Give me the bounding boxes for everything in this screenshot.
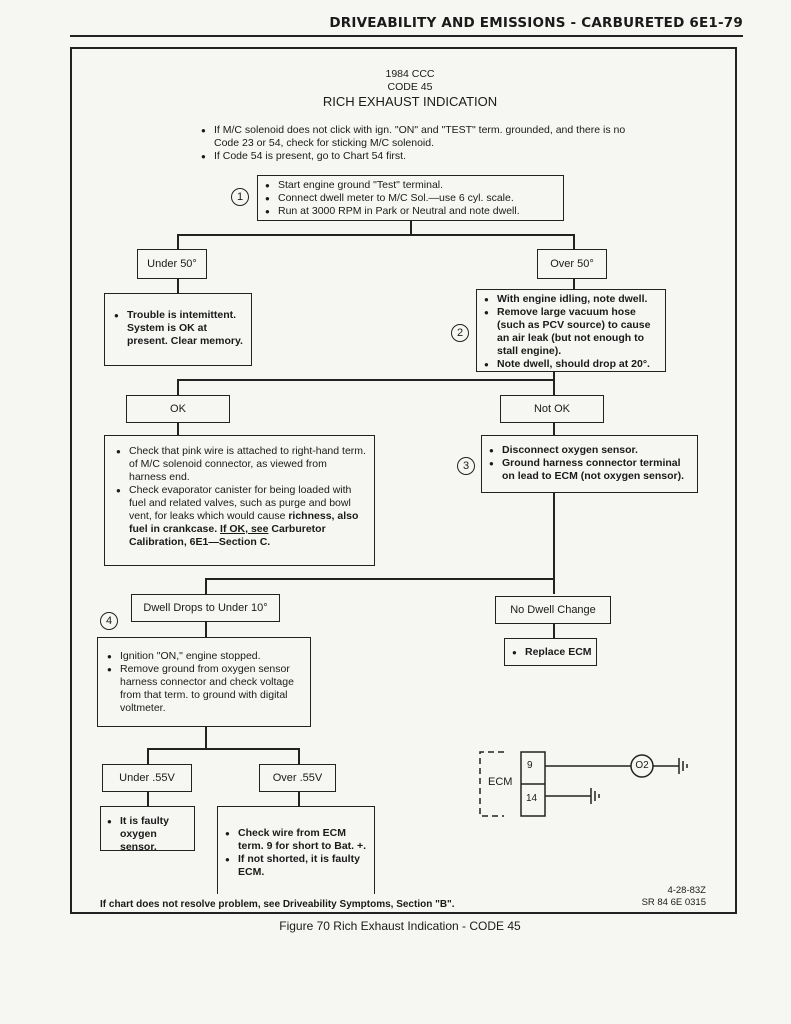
faulty-sensor-box: It is faulty oxygen sensor. (100, 806, 195, 854)
connector (553, 379, 555, 395)
step-4-item-1: Ignition "ON," engine stopped. (104, 650, 306, 663)
not-ok-box: Not OK (500, 395, 604, 423)
no-dwell-change-box: No Dwell Change (495, 596, 611, 624)
step-2-item-3: Note dwell, should drop at 20°. (481, 358, 661, 371)
calibration-reference: Carburetor Calibration, 6E1—Section C. (129, 523, 326, 548)
connector (177, 379, 179, 395)
step-3-item-2: Ground harness connector terminal on lea… (486, 457, 693, 483)
intermittent-box: Trouble is intemittent. System is OK at … (104, 293, 252, 366)
connector (573, 234, 575, 249)
replace-ecm-box: Replace ECM (504, 638, 597, 666)
connector (573, 279, 575, 289)
step-3-item-1: Disconnect oxygen sensor. (486, 444, 693, 457)
step-4-item-2: Remove ground from oxygen sensor harness… (104, 663, 306, 715)
check-procedure-box: Check that pink wire is attached to righ… (104, 435, 375, 566)
header-rule (70, 35, 743, 37)
connector (177, 379, 554, 381)
step-1-item-1: Start engine ground "Test" terminal. (262, 179, 559, 192)
intro-note-2: If Code 54 is present, go to Chart 54 fi… (198, 150, 628, 163)
step-2-item-2: Remove large vacuum hose (such as PCV so… (481, 306, 661, 358)
connector (177, 279, 179, 293)
ecm-label: ECM (488, 776, 513, 788)
calibration-reference-link[interactable]: If OK, see (220, 523, 269, 535)
check-item-2: Check evaporator canister for being load… (113, 484, 366, 549)
wiring-schematic (479, 751, 688, 817)
connector (205, 622, 207, 637)
connector (553, 372, 555, 380)
reference-date: 4-28-83Z (667, 885, 706, 896)
connector (177, 234, 179, 249)
reference-code: SR 84 6E 0315 (641, 897, 706, 908)
connector (177, 423, 179, 435)
connector (553, 624, 555, 638)
replace-ecm-text: Replace ECM (509, 646, 592, 659)
check-item-2-text: Check evaporator canister for being load… (129, 484, 352, 522)
connector (147, 748, 299, 750)
connector (553, 493, 555, 594)
check-item-2-emphasis: richness, also fuel in crankcase. (129, 510, 359, 535)
connector (553, 423, 555, 435)
connector (205, 578, 554, 580)
check-wire-box: Check wire from ECM term. 9 for short to… (217, 806, 375, 894)
terminal-14-label: 14 (526, 793, 538, 804)
step-1-box: Start engine ground "Test" terminal. Con… (257, 175, 564, 221)
under-50-box: Under 50° (137, 249, 207, 279)
over-055v-box: Over .55V (259, 764, 336, 792)
page-header: DRIVEABILITY AND EMISSIONS - CARBURETED … (329, 15, 743, 31)
connector (298, 792, 300, 806)
chart-title-year: 1984 CCC (385, 68, 435, 80)
oxygen-sensor-label: O2 (635, 760, 649, 771)
step-4-marker: 4 (100, 612, 118, 630)
connector (147, 748, 149, 764)
terminal-9-label: 9 (527, 760, 533, 771)
faulty-sensor-text: It is faulty oxygen sensor. (104, 815, 191, 854)
check-wire-item-2: If not shorted, it is faulty ECM. (222, 853, 370, 879)
connector (147, 792, 149, 806)
step-2-marker: 2 (451, 324, 469, 342)
step-3-marker: 3 (457, 457, 475, 475)
check-wire-item-1: Check wire from ECM term. 9 for short to… (222, 827, 370, 853)
intermittent-text: Trouble is intemittent. System is OK at … (111, 309, 245, 348)
step-2-box: With engine idling, note dwell. Remove l… (476, 289, 666, 372)
connector (205, 727, 207, 749)
chart-title: 1984 CCC CODE 45 RICH EXHAUST INDICATION (300, 68, 520, 110)
check-item-1: Check that pink wire is attached to righ… (113, 445, 366, 484)
connector (298, 748, 300, 764)
dwell-drops-box: Dwell Drops to Under 10° (131, 594, 280, 622)
intro-notes: If M/C solenoid does not click with ign.… (198, 124, 628, 163)
figure-caption: Figure 70 Rich Exhaust Indication - CODE… (279, 919, 521, 933)
under-055v-box: Under .55V (102, 764, 192, 792)
step-2-item-1: With engine idling, note dwell. (481, 293, 661, 306)
chart-title-main: RICH EXHAUST INDICATION (322, 94, 498, 109)
step-4-box: Ignition "ON," engine stopped. Remove gr… (97, 637, 311, 727)
chart-title-code: CODE 45 (387, 81, 433, 93)
step-1-item-2: Connect dwell meter to M/C Sol.—use 6 cy… (262, 192, 559, 205)
connector (177, 234, 574, 236)
step-1-marker: 1 (231, 188, 249, 206)
chart-frame (70, 47, 737, 914)
ecm-wiring-diagram: ECM 9 14 O2 (476, 748, 706, 820)
step-1-item-3: Run at 3000 RPM in Park or Neutral and n… (262, 205, 559, 218)
connector (410, 221, 412, 235)
step-3-box: Disconnect oxygen sensor. Ground harness… (481, 435, 698, 493)
connector (205, 578, 207, 594)
intro-note-1: If M/C solenoid does not click with ign.… (198, 124, 628, 150)
over-50-box: Over 50° (537, 249, 607, 279)
footer-note: If chart does not resolve problem, see D… (100, 899, 455, 910)
ok-box: OK (126, 395, 230, 423)
